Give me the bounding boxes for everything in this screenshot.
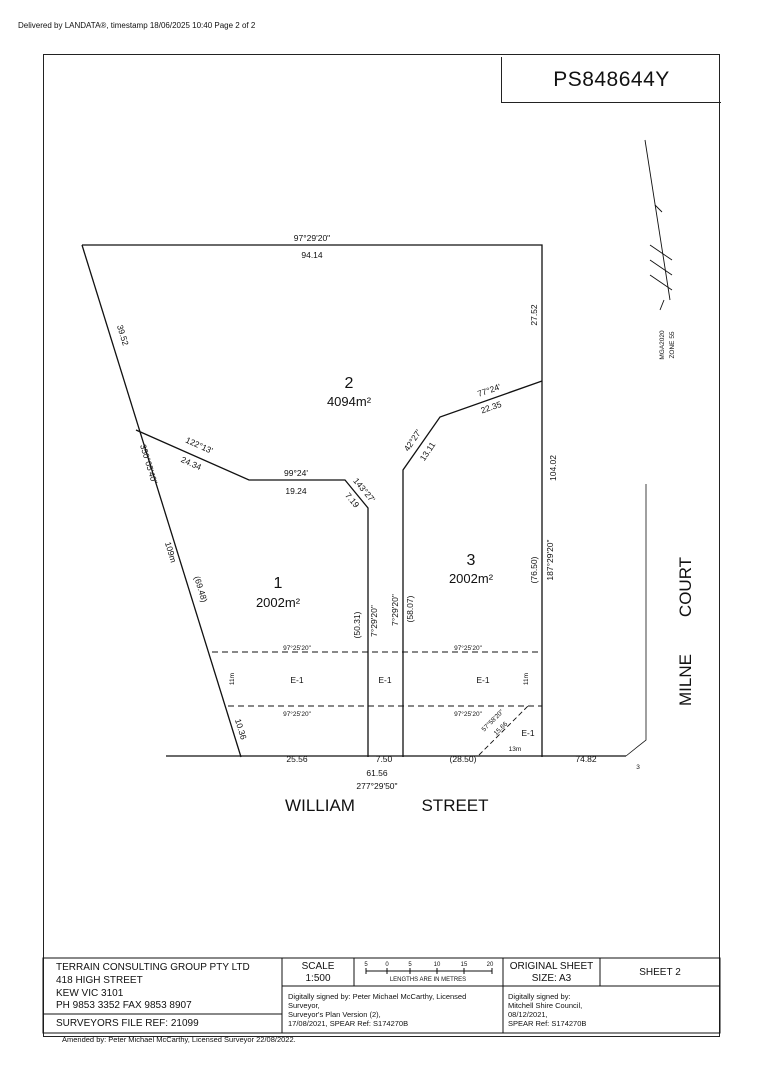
street-name-william: WILLIAM: [285, 796, 355, 815]
svg-text:97°25'20": 97°25'20": [283, 710, 312, 718]
easement-lines: [212, 651, 542, 707]
svg-text:277°29'50": 277°29'50": [356, 781, 397, 791]
delivery-header: Delivered by LANDATA®, timestamp 18/06/2…: [18, 21, 256, 30]
svg-text:10: 10: [434, 962, 441, 968]
sheet-number: SHEET 2: [639, 967, 681, 978]
dimension-labels: 97°29'20" 94.14 39.52 350°05'40" 109m (6…: [115, 233, 597, 791]
company-phone: PH 9853 3352 FAX 9853 8907: [56, 1000, 192, 1011]
svg-text:13m: 13m: [509, 746, 522, 753]
lot-2-number: 2: [345, 375, 354, 392]
title-block-frame: [42, 957, 721, 1034]
svg-text:13.11: 13.11: [418, 440, 438, 463]
svg-text:E-1: E-1: [521, 728, 535, 738]
svg-text:39.52: 39.52: [115, 323, 131, 347]
svg-text:97°29'20": 97°29'20": [294, 233, 330, 243]
svg-text:350°05'40": 350°05'40": [138, 443, 160, 485]
svg-text:11m: 11m: [229, 673, 236, 685]
svg-text:109m: 109m: [163, 540, 179, 563]
svg-text:(50.31): (50.31): [352, 611, 362, 638]
svg-text:(28.50): (28.50): [450, 754, 477, 764]
svg-text:99°24': 99°24': [284, 468, 308, 478]
street-name-milne: MILNE: [676, 654, 695, 706]
svg-text:E-1: E-1: [378, 675, 392, 685]
sheet-size: SIZE: A3: [531, 973, 572, 984]
svg-text:5: 5: [364, 962, 368, 968]
lot-1-number: 1: [274, 575, 283, 592]
scale-label: SCALE: [301, 961, 335, 972]
svg-text:27.52: 27.52: [529, 304, 539, 326]
easement-labels: E-1 E-1 E-1 E-1: [290, 675, 535, 738]
svg-text:97°25'20": 97°25'20": [283, 644, 312, 652]
scale-value: 1:500: [305, 973, 331, 984]
svg-text:97°25'20": 97°25'20": [454, 710, 483, 718]
svg-text:61.56: 61.56: [366, 768, 388, 778]
street-name-street: STREET: [421, 796, 488, 815]
svg-text:19.24: 19.24: [285, 486, 307, 496]
amended-note: Amended by: Peter Michael McCarthy, Lice…: [62, 1035, 296, 1044]
surveyors-file-ref: SURVEYORS FILE REF: 21099: [56, 1018, 199, 1029]
svg-text:104.02: 104.02: [548, 455, 558, 481]
svg-text:3: 3: [636, 764, 640, 771]
lot3-boundary: [402, 380, 543, 757]
svg-text:24.34: 24.34: [179, 454, 203, 472]
svg-text:5: 5: [408, 962, 412, 968]
svg-text:20: 20: [487, 962, 494, 968]
svg-text:(69.48): (69.48): [192, 575, 209, 604]
company-address-1: 418 HIGH STREET: [56, 975, 143, 986]
svg-text:(76.50): (76.50): [529, 556, 539, 583]
svg-text:7°29'20": 7°29'20": [369, 605, 379, 637]
north-arrow-icon: [644, 139, 673, 311]
lot-1-area: 2002m²: [256, 595, 301, 610]
lot1-boundary: [135, 429, 369, 757]
company-address-2: KEW VIC 3101: [56, 988, 124, 999]
svg-text:94.14: 94.14: [301, 250, 323, 260]
plan-number: PS848644Y: [501, 57, 721, 103]
boundary-top-right: [82, 244, 543, 757]
svg-text:E-1: E-1: [476, 675, 490, 685]
svg-text:25.56: 25.56: [286, 754, 308, 764]
splay-line: [478, 703, 531, 756]
lengths-note: LENGTHS ARE IN METRES: [390, 977, 466, 983]
svg-text:E-1: E-1: [290, 675, 304, 685]
court-line: [625, 600, 647, 757]
north-label: MGA2020: [659, 330, 666, 360]
lot-3-number: 3: [467, 552, 476, 569]
svg-text:(58.07): (58.07): [405, 595, 415, 622]
svg-text:7.50: 7.50: [376, 754, 393, 764]
council-signature-text: Digitally signed by: Mitchell Shire Coun…: [508, 992, 587, 1028]
street-name-court: COURT: [676, 557, 695, 617]
svg-text:ZONE 55: ZONE 55: [669, 331, 676, 358]
svg-text:42°27': 42°27': [402, 427, 424, 453]
svg-text:15: 15: [461, 962, 468, 968]
small-dimension-labels: 97°25'20" 97°25'20" 97°25'20" 97°25'20" …: [229, 644, 640, 771]
svg-text:187°29'20": 187°29'20": [545, 539, 555, 580]
original-sheet-label: ORIGINAL SHEET: [509, 961, 594, 972]
svg-text:11m: 11m: [523, 673, 530, 685]
svg-text:0: 0: [385, 962, 389, 968]
boundary-left: [81, 244, 242, 758]
plan-frame: [43, 54, 720, 1037]
lot-3-area: 2002m²: [449, 571, 494, 586]
svg-text:7.19: 7.19: [343, 491, 361, 510]
lot-2-area: 4094m²: [327, 394, 372, 409]
surveyor-signature-text: Digitally signed by: Peter Michael McCar…: [288, 992, 467, 1028]
scale-bar-ticks: 5 0 5 10 15 20: [364, 962, 494, 968]
svg-text:97°25'20": 97°25'20": [454, 644, 483, 652]
svg-text:74.82: 74.82: [575, 754, 597, 764]
company-name: TERRAIN CONSULTING GROUP PTY LTD: [56, 962, 250, 973]
svg-text:7°29'20": 7°29'20": [390, 594, 400, 626]
